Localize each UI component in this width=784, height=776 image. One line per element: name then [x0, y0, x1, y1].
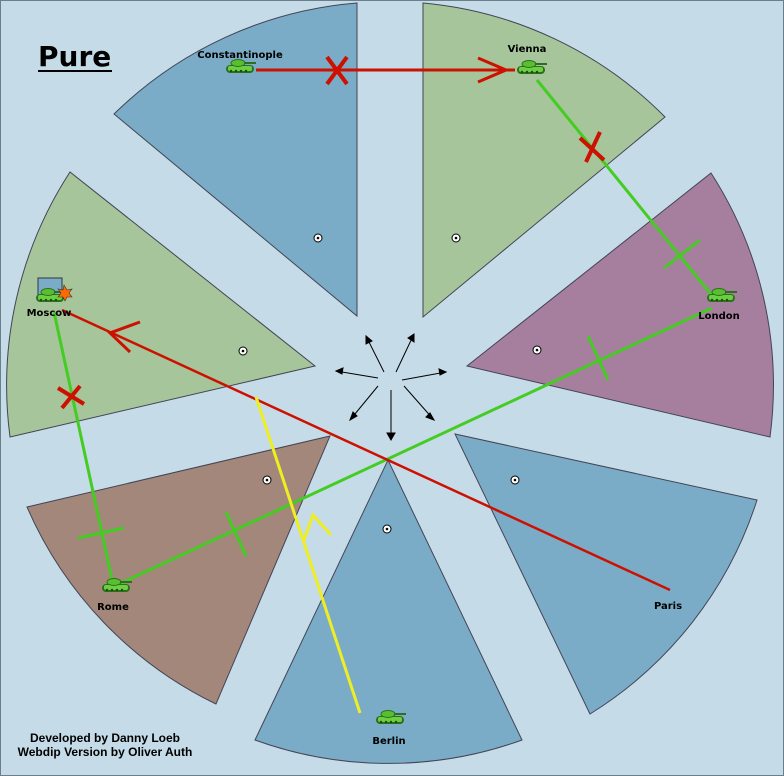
center-arrows [334, 333, 448, 442]
province-constantinople[interactable] [113, 2, 358, 318]
label-constantinople: Constantinople [197, 50, 283, 61]
supply-center-vienna [451, 233, 461, 243]
label-vienna: Vienna [508, 44, 547, 55]
label-london: London [698, 311, 740, 322]
province-vienna[interactable] [422, 2, 666, 319]
order-move-berlin [254, 396, 362, 714]
label-paris: Paris [654, 601, 682, 612]
order-move-constantinople-vienna [256, 55, 515, 86]
supply-center-moscow [238, 346, 248, 356]
credit-webdip: Webdip Version by Oliver Auth [18, 745, 193, 759]
order-support-vienna-london [535, 79, 716, 299]
order-support-rome-london [116, 306, 713, 587]
supply-center-constantinople [313, 233, 323, 243]
province-moscow[interactable] [6, 171, 317, 438]
dislodged-unit-moscow[interactable] [35, 277, 73, 303]
province-berlin[interactable] [254, 458, 523, 764]
supply-center-london [532, 345, 542, 355]
supply-center-rome [262, 475, 272, 485]
province-london[interactable] [465, 172, 774, 438]
credit-developer: Developed by Danny Loeb [30, 731, 180, 745]
label-berlin: Berlin [372, 736, 405, 747]
label-rome: Rome [97, 602, 129, 613]
map-title: Pure [38, 40, 111, 73]
order-support-moscow-rome [52, 311, 125, 585]
supply-center-paris [510, 475, 520, 485]
label-moscow: Moscow [27, 308, 72, 319]
supply-center-berlin [382, 524, 392, 534]
province-paris[interactable] [454, 433, 758, 715]
order-move-paris-moscow [61, 308, 671, 592]
province-rome[interactable] [26, 435, 331, 705]
